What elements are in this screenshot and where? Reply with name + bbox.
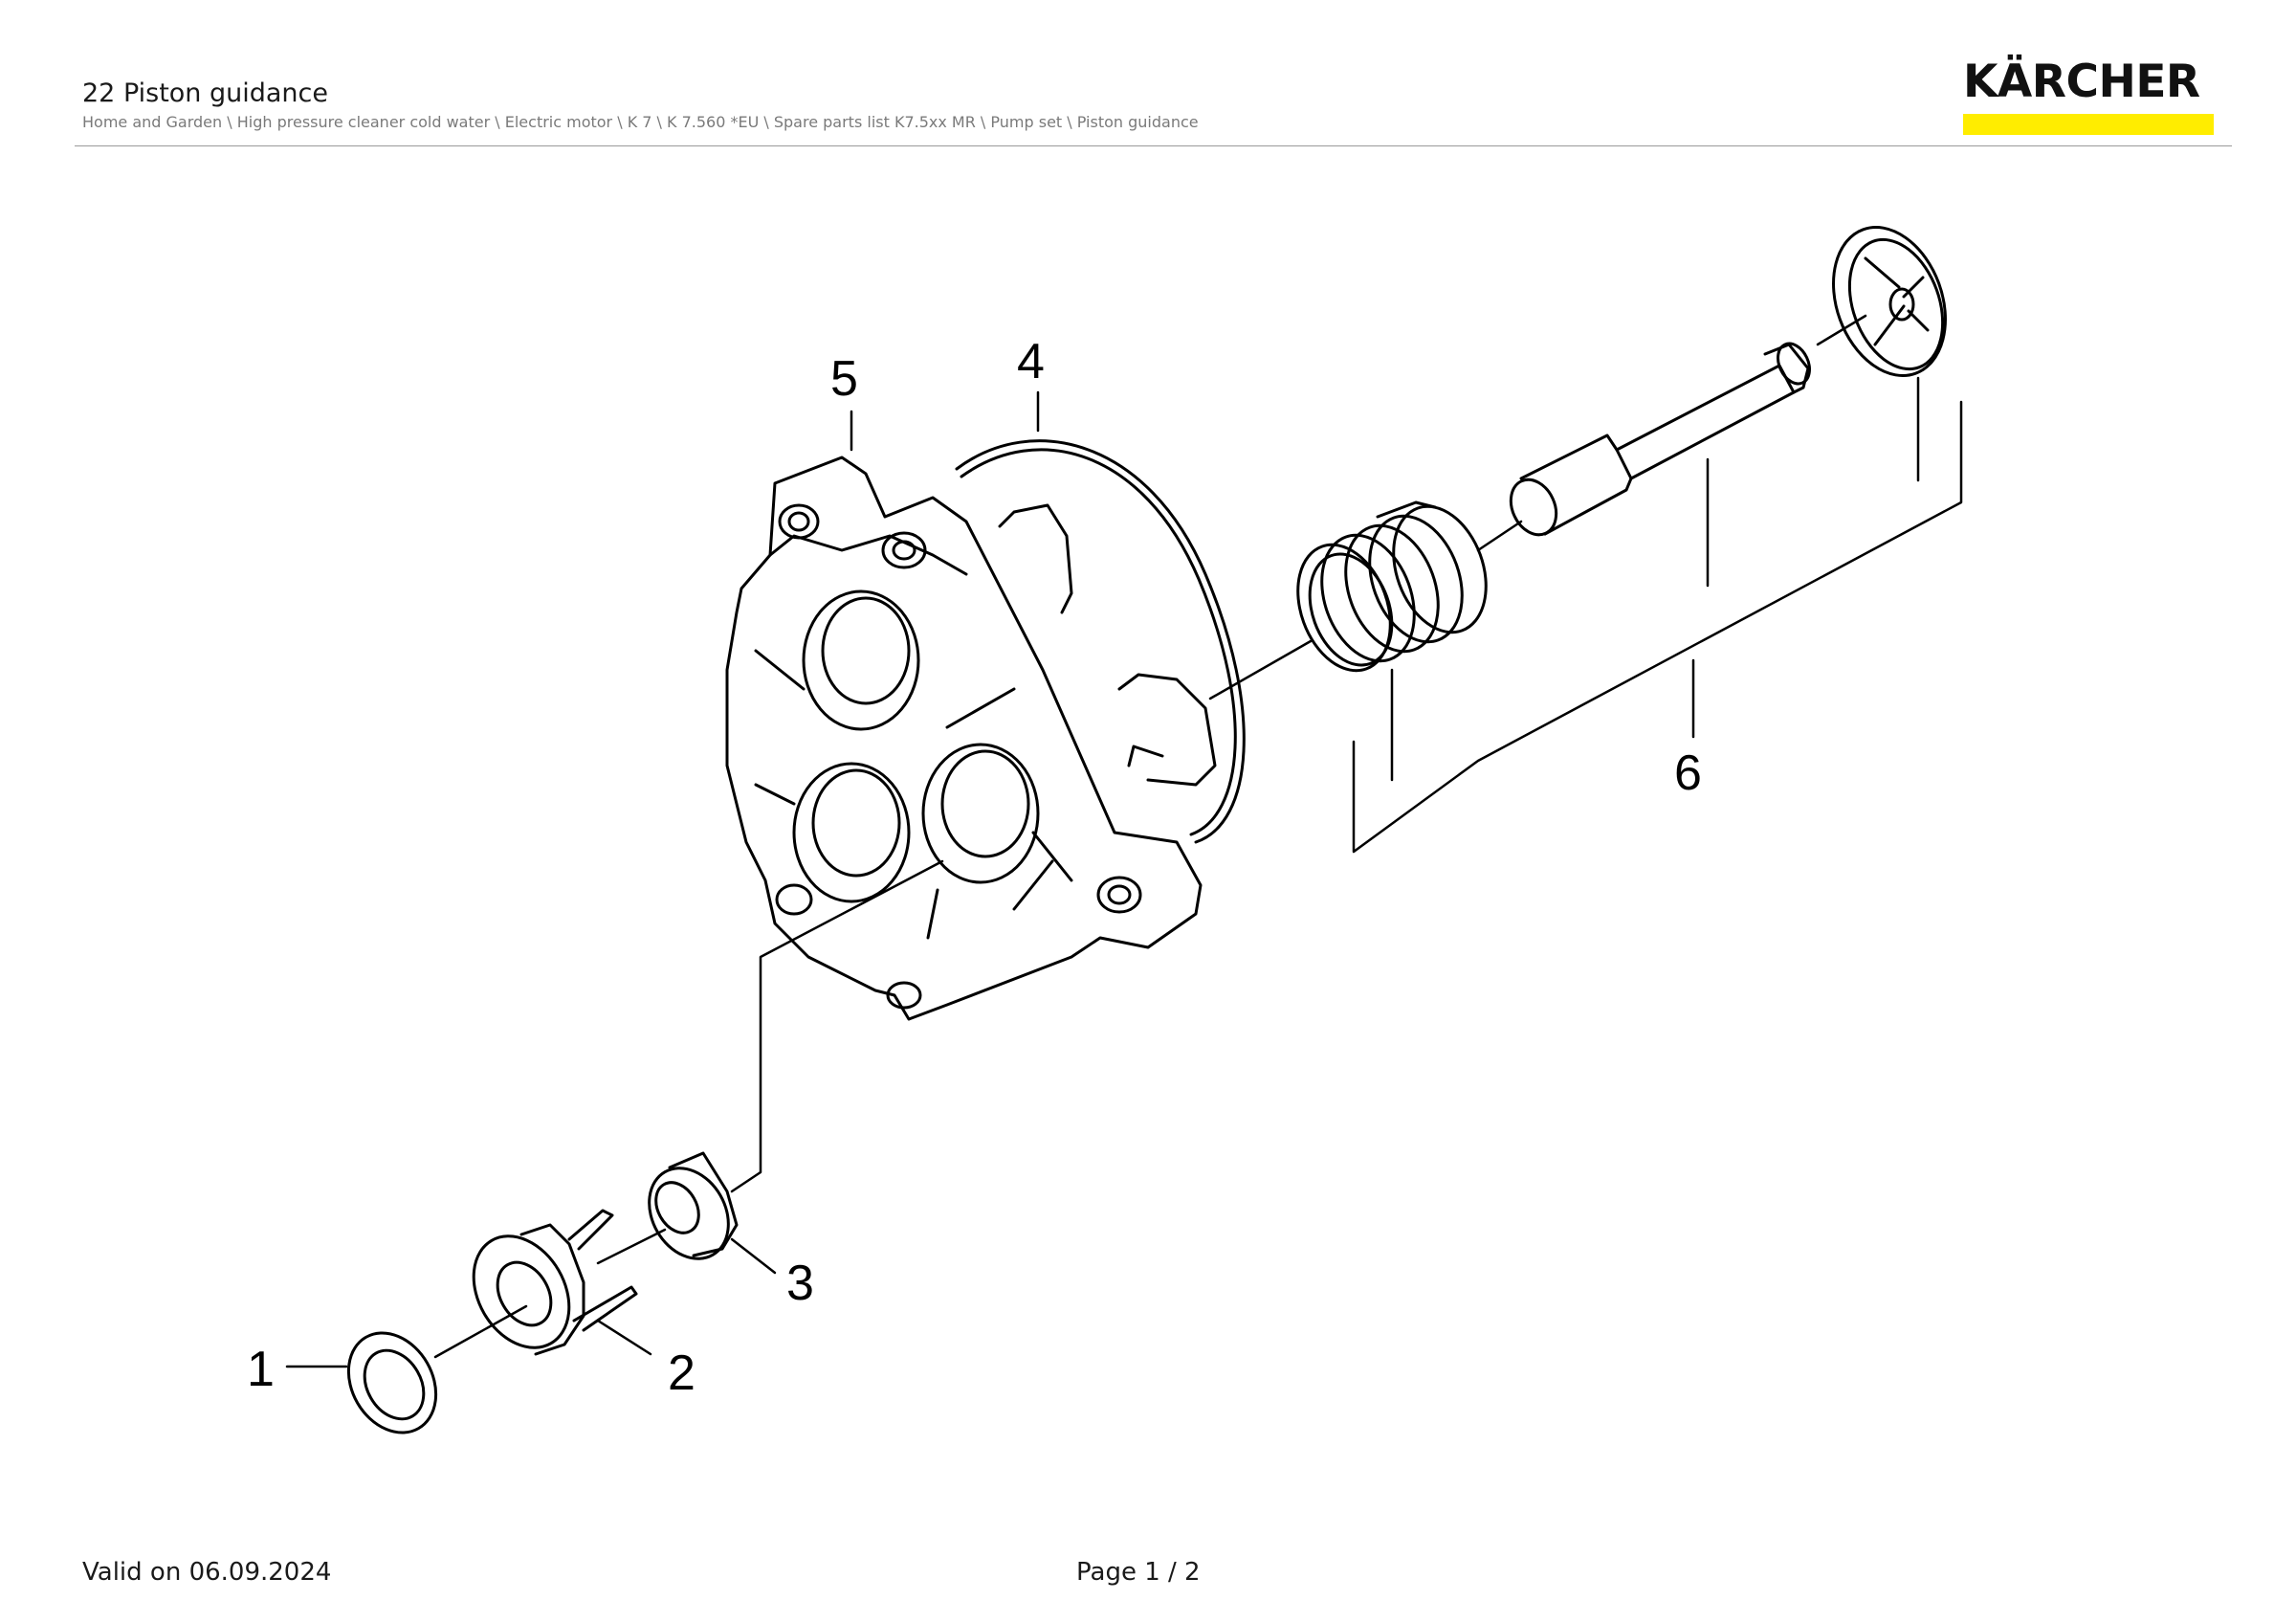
callout-labels: 1 2 3 4 5 6 xyxy=(247,334,1702,1401)
part-2-valve-cage xyxy=(472,1209,638,1356)
part-6-piston xyxy=(1509,342,1811,537)
callout-5: 5 xyxy=(830,351,858,407)
valid-date: Valid on 06.09.2024 xyxy=(82,1558,332,1587)
callout-1: 1 xyxy=(247,1342,275,1397)
callout-6: 6 xyxy=(1674,745,1702,801)
breadcrumb: Home and Garden \ High pressure cleaner … xyxy=(82,113,1199,131)
logo-wordmark: KÄRCHER xyxy=(1963,56,2200,108)
page-title: 22 Piston guidance xyxy=(82,78,329,108)
part-1-washer xyxy=(346,1331,438,1434)
karcher-logo: KÄRCHER xyxy=(1963,59,2216,136)
callout-3: 3 xyxy=(786,1256,814,1311)
header-divider xyxy=(75,145,2232,146)
logo-yellow-bar xyxy=(1963,114,2214,135)
part-6-spring xyxy=(1296,500,1488,673)
part-3-seal xyxy=(648,1151,739,1260)
callout-4: 4 xyxy=(1017,334,1045,389)
part-4-o-ring xyxy=(955,439,1246,844)
part-5-housing xyxy=(725,456,1217,1021)
callout-2: 2 xyxy=(668,1345,695,1401)
part-6-retainer-disc xyxy=(1832,226,1947,377)
page-number: Page 1 / 2 xyxy=(1076,1558,1201,1587)
leader-lines xyxy=(285,314,1963,1368)
